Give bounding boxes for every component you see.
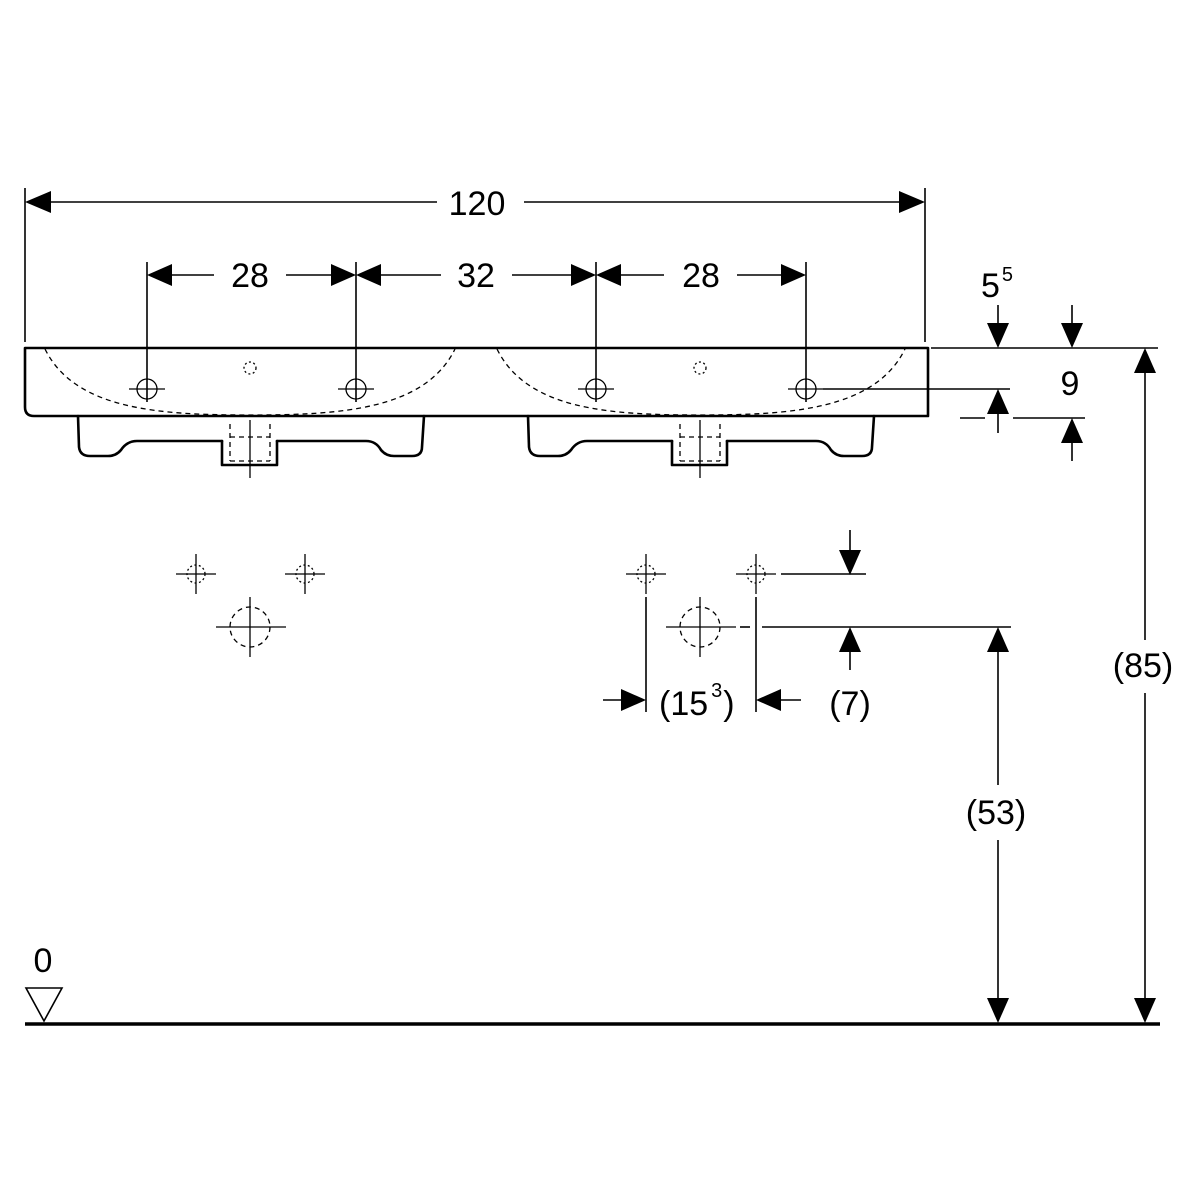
arrowhead-left <box>25 191 51 213</box>
rim-height-dimension: (85) <box>1113 348 1173 1023</box>
tap-spacing-middle: 32 <box>356 257 596 295</box>
drain-height-dimension: (53) <box>966 627 1026 1023</box>
left-skirt-left <box>76 414 224 458</box>
arrowhead <box>781 264 806 286</box>
arrowhead-down <box>1061 323 1083 348</box>
tap-hole-4 <box>788 378 823 400</box>
rim-thickness-dimension: 9 <box>1061 305 1083 461</box>
double-washbasin <box>23 346 930 478</box>
fixing-spacing-superscript: 3 <box>711 680 722 702</box>
arrowhead-up <box>1061 418 1083 443</box>
arrowhead <box>356 264 381 286</box>
left-skirt-right <box>275 414 426 458</box>
left-wall-fixings <box>176 554 325 657</box>
rim-height-label: (85) <box>1113 647 1173 685</box>
tap-spacing-left-label: 28 <box>231 257 269 295</box>
right-bowl-hidden-line <box>496 348 906 416</box>
fixing-spacing-close: ) <box>723 685 734 723</box>
fixing-offset-dimension: (7) <box>829 530 871 723</box>
tap-spacing-dimensions: 28 32 28 <box>146 257 807 402</box>
right-skirt-right <box>725 414 876 458</box>
arrowhead-down <box>839 550 861 575</box>
overall-width-dimension: 120 <box>24 185 926 342</box>
tap-hole-depth-superscript: 5 <box>1002 264 1013 286</box>
left-basin-underside <box>76 414 426 478</box>
right-overflow-hole <box>693 361 707 375</box>
arrowhead-down <box>987 323 1009 348</box>
arrowhead-up <box>1134 348 1156 373</box>
tap-spacing-right: 28 <box>596 257 806 295</box>
arrowhead <box>596 264 621 286</box>
drain-connection <box>666 597 736 657</box>
arrowhead-down <box>987 998 1009 1023</box>
tap-hole-3 <box>578 378 614 400</box>
overall-width-label: 120 <box>449 185 506 223</box>
drain-height-label: (53) <box>966 794 1026 832</box>
tap-hole-depth-base: 5 <box>981 267 1000 305</box>
arrowhead-right <box>621 689 646 711</box>
arrowhead <box>571 264 596 286</box>
arrowhead-left <box>756 689 781 711</box>
fixing-spacing-main: (15 <box>659 685 708 723</box>
arrowhead-up <box>987 627 1009 652</box>
right-skirt-left <box>526 414 674 458</box>
fixing-hole <box>176 554 216 594</box>
left-overflow-hole <box>243 361 257 375</box>
fixing-hole <box>736 554 776 594</box>
right-basin-underside <box>526 414 876 478</box>
left-bowl-hidden-line <box>44 348 456 416</box>
fixing-offset-label: (7) <box>829 685 871 723</box>
tap-spacing-middle-label: 32 <box>457 257 495 295</box>
arrowhead-up <box>987 389 1009 414</box>
floor-level-label: 0 <box>34 942 53 980</box>
arrowhead-up <box>839 627 861 652</box>
tap-spacing-left: 28 <box>147 257 356 295</box>
tap-hole-1 <box>129 378 165 400</box>
fixing-hole <box>285 554 325 594</box>
tap-spacing-right-label: 28 <box>682 257 720 295</box>
arrowhead-down <box>1134 998 1156 1023</box>
fixing-hole <box>626 554 666 594</box>
drain-connection <box>216 597 286 657</box>
basin-slab-outline <box>23 346 930 418</box>
tap-hole-2 <box>338 378 374 400</box>
arrowhead-right <box>899 191 925 213</box>
right-wall-fixings <box>626 554 1011 712</box>
arrowhead <box>147 264 172 286</box>
rim-thickness-label: 9 <box>1061 365 1080 403</box>
floor-level: 0 <box>24 942 1160 1026</box>
level-marker-triangle-icon <box>24 987 64 1023</box>
arrowhead <box>331 264 356 286</box>
